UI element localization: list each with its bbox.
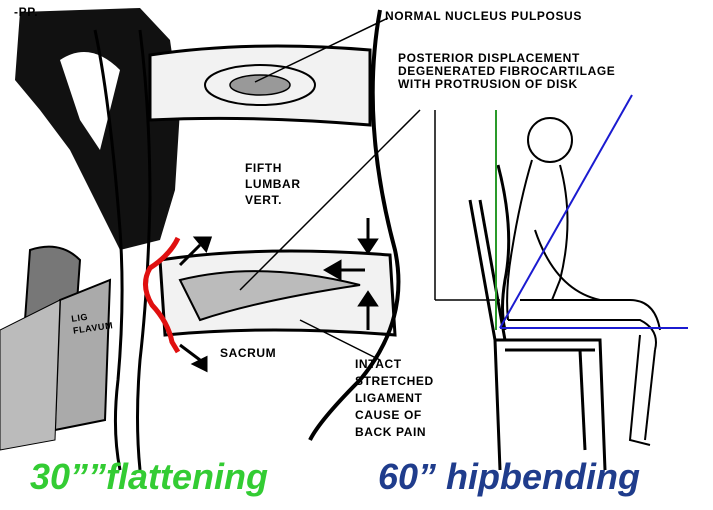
angle-lines bbox=[500, 95, 688, 328]
chair bbox=[470, 200, 605, 470]
caption-hipbending: 60” hipbending bbox=[378, 456, 640, 498]
corner-scribble: -PP. bbox=[14, 6, 38, 19]
label-sacrum: SACRUM bbox=[220, 347, 276, 360]
label-intact-ligament: INTACT STRETCHED LIGAMENT CAUSE OF BACK … bbox=[355, 356, 434, 441]
label-fifth-lumbar: FIFTH LUMBAR VERT. bbox=[245, 160, 301, 208]
label-normal-nucleus: NORMAL NUCLEUS PULPOSUS bbox=[385, 10, 582, 23]
caption-flattening: 30””flattening bbox=[30, 456, 268, 498]
label-posterior-displacement: POSTERIOR DISPLACEMENT DEGENERATED FIBRO… bbox=[398, 52, 615, 91]
